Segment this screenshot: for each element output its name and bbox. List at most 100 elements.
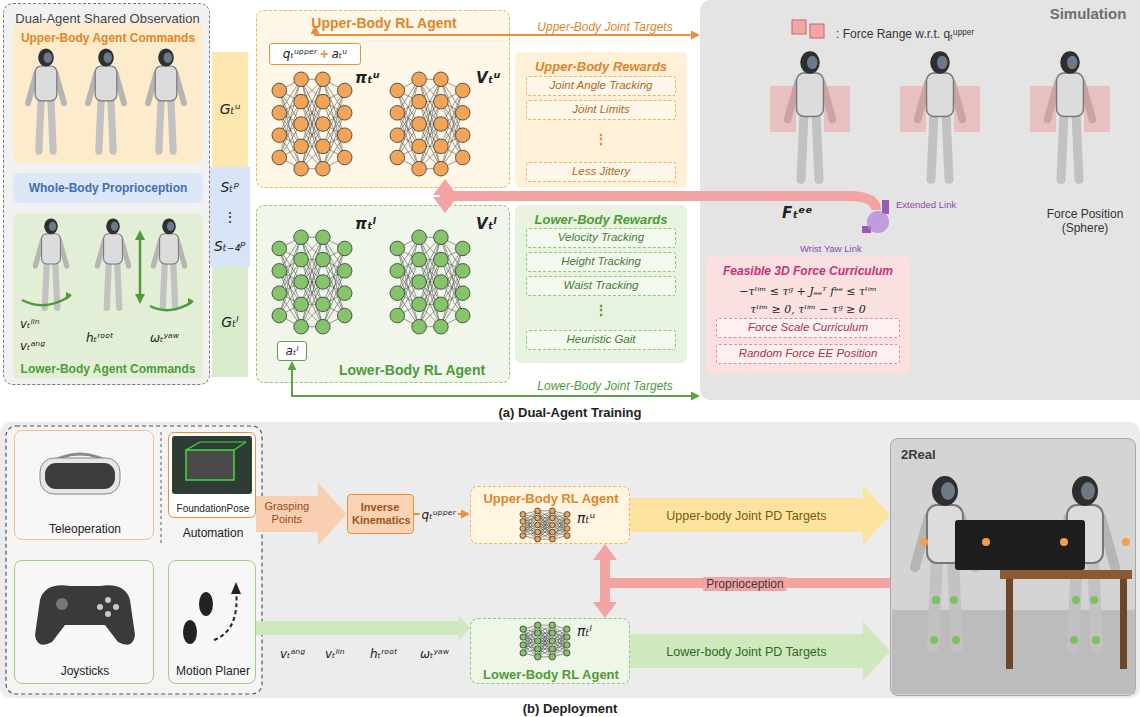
real-robot-photo: [950, 596, 958, 604]
text-holder: −τˡⁱᵐ ≤ τᵍ + Jₑₑᵀ fᵉᵉ ≤ τˡⁱᵐ: [706, 281, 910, 299]
network-neuron: [535, 508, 541, 514]
text-label: Velocity Tracking: [558, 231, 644, 245]
text-label: ⋮: [594, 302, 608, 319]
text-holder: πₜᵘ: [355, 69, 380, 87]
network-neuron: [520, 519, 526, 525]
text-label: Extended Link: [896, 199, 956, 210]
text-holder: Force Position (Sphere): [1035, 207, 1135, 236]
real-robot-photo: [952, 636, 960, 644]
network-link: [301, 102, 323, 169]
network-neuron: [564, 512, 570, 518]
text-holder: vₜᵃⁿᵍ: [280, 644, 305, 662]
network-link: [538, 518, 553, 539]
lower-command-robots: [66, 292, 72, 300]
network-neuron: [412, 297, 427, 312]
network-neuron: [520, 533, 526, 539]
simulation-robots: [770, 86, 796, 132]
connector: [445, 196, 700, 197]
edge-label-holder: Lower-Body Joint Targets: [537, 376, 672, 394]
text-label: (b) Deployment: [523, 701, 618, 717]
node-box: Lower-Body Rewards⋮Velocity TrackingHeig…: [515, 205, 687, 363]
text-holder: Vₜˡ: [476, 215, 497, 233]
network-link: [419, 260, 441, 327]
connector: [414, 513, 462, 515]
simulation-robots: [700, 20, 1110, 233]
network-neuron: [272, 106, 287, 121]
real-robot-photo: [1060, 538, 1068, 546]
network-neuron: [390, 308, 405, 323]
simulation-robots: [824, 86, 850, 132]
network-neuron: [550, 522, 556, 528]
text-holder: πₜˡ: [577, 622, 592, 640]
vr-headset-icon: [40, 458, 120, 494]
text-holder: hₜʳᵒᵒᵗ: [370, 644, 398, 662]
network-neuron: [294, 94, 309, 109]
text-label: Upper-Body RL Agent: [483, 491, 618, 507]
network-neuron: [272, 264, 287, 279]
text-label: Force Scale Curriculum: [748, 321, 868, 335]
flow-arrow: [256, 616, 470, 641]
foundationpose-image: [186, 442, 200, 450]
text-holder: Upper-Body RL Agent: [257, 14, 511, 32]
text-holder: Vₜᵘ: [476, 69, 500, 87]
node-box: Gₜᵘ: [212, 52, 248, 167]
network-link: [301, 79, 323, 146]
text-label: Whole-Body Proprioception: [29, 181, 188, 195]
text-label: qₜᵘᵖᵖᵉʳ: [283, 47, 317, 61]
lower-command-robots: [135, 294, 145, 304]
node-box: Force Scale Curriculum: [716, 318, 900, 338]
neural-network: [272, 72, 352, 176]
network-neuron: [294, 139, 309, 154]
network-neuron: [520, 626, 526, 632]
text-label: hₜʳᵒᵒᵗ: [86, 331, 114, 345]
network-neuron: [316, 161, 331, 176]
text-label: (a) Dual-Agent Training: [499, 405, 642, 421]
network-link: [301, 102, 323, 169]
flow-arrow: [630, 621, 890, 681]
node-box: Feasible 3D Force Curriculum−τˡⁱᵐ ≤ τᵍ +…: [706, 256, 910, 374]
network-neuron: [455, 150, 470, 165]
network-neuron: [455, 286, 470, 301]
network-link: [419, 237, 441, 304]
edge-label: qₜᵘᵖᵖᵉʳ: [420, 508, 458, 522]
lower-command-robots: [35, 219, 66, 308]
network-link: [301, 79, 323, 146]
text-label: −τˡⁱᵐ ≤ τᵍ + Jₑₑᵀ fᵉᵉ ≤ τˡⁱᵐ: [739, 285, 876, 298]
network-neuron: [520, 650, 526, 656]
joystick-icon: [35, 585, 135, 645]
text-label: Upper-Body RL Agent: [311, 15, 456, 32]
foundationpose-image: [186, 450, 234, 480]
network-neuron: [535, 622, 541, 628]
network-neuron: [535, 630, 541, 636]
network-neuron: [294, 117, 309, 132]
text-label: ⋮: [594, 131, 608, 148]
network-neuron: [549, 638, 555, 644]
network-neuron: [549, 654, 555, 660]
text-holder: 2Real: [901, 445, 936, 463]
motion-planner-icon: [214, 590, 237, 640]
edge-label: Lower-Body Joint Targets: [537, 379, 672, 393]
real-robot-photo: [1072, 596, 1080, 604]
simulation-robots: [810, 24, 824, 38]
text-label: Gₜᵘ: [220, 101, 241, 118]
text-holder: ωₜʸᵃʷ: [150, 328, 179, 346]
text-holder: ⋮: [515, 301, 687, 319]
network-neuron: [294, 72, 309, 87]
simulation-robots: [867, 211, 889, 233]
lower-command-robots: [135, 230, 145, 240]
network-neuron: [412, 275, 427, 290]
network-neuron: [520, 642, 526, 648]
node-box: Whole-Body Proprioception: [13, 173, 203, 203]
text-holder: Extended Link: [896, 194, 956, 212]
network-link: [419, 102, 441, 169]
node-box: qₜᵘᵖᵖᵉʳ+aₜᵘ: [269, 43, 361, 65]
node-box: Gₜˡ: [212, 267, 248, 377]
network-neuron: [337, 83, 352, 98]
text-label: Joint Angle Tracking: [550, 79, 653, 93]
joystick-icon: [56, 598, 68, 610]
joystick-icon: [97, 604, 103, 610]
text-holder: Automation: [169, 523, 257, 541]
network-neuron: [272, 128, 287, 143]
text-holder: ⋮: [515, 130, 687, 148]
text-label: τˡⁱᵐ ≥ 0, τˡⁱᵐ − τᵍ ≥ 0: [750, 303, 866, 316]
